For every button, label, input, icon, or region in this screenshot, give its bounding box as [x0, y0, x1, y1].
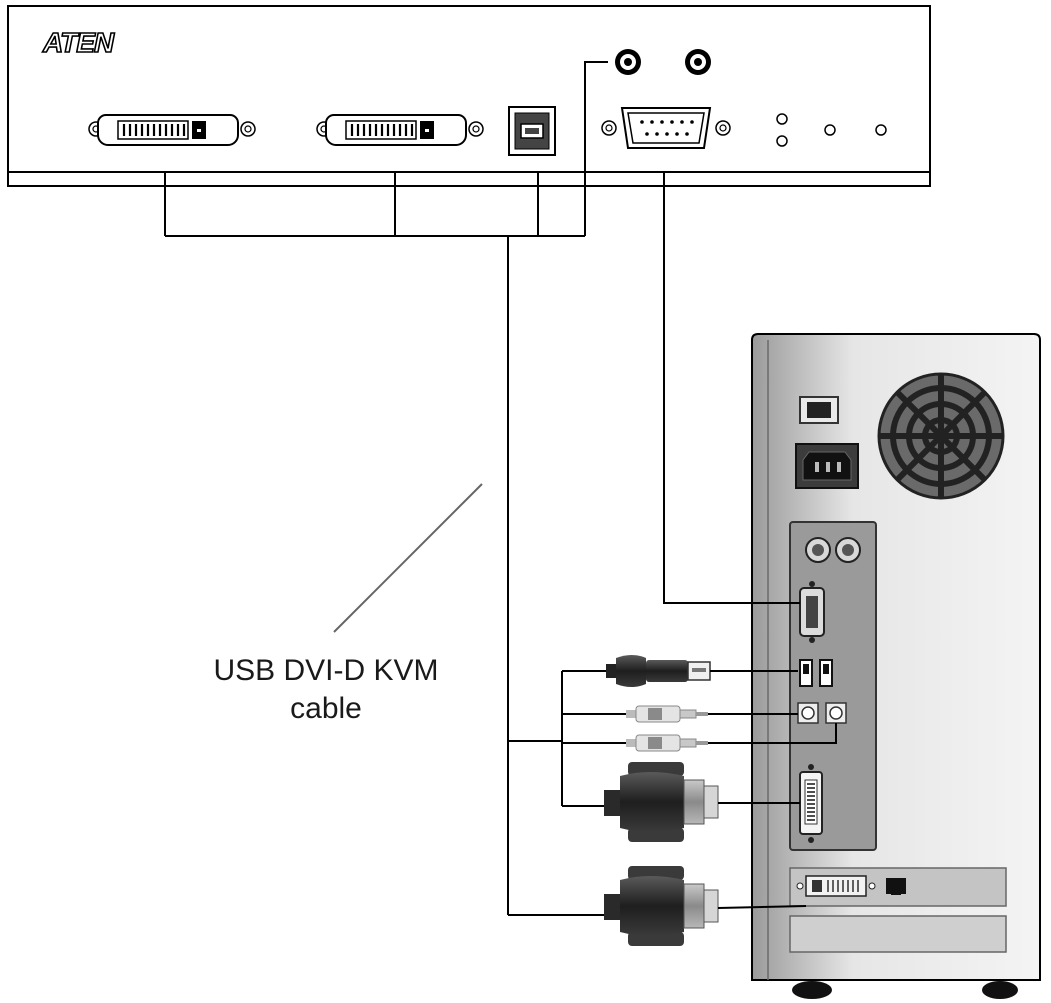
- power-supply: [795, 372, 1005, 500]
- dvi-port-icon: [796, 875, 876, 897]
- cable-lines: [164, 61, 837, 916]
- audio-jack-icon: [825, 702, 847, 724]
- led-icon: [776, 113, 887, 147]
- pc-foot: [792, 981, 832, 999]
- device-body: [7, 5, 931, 187]
- ethernet-port-icon: [886, 878, 906, 895]
- audio-jack-icon: [797, 702, 819, 724]
- serial-port-icon: [799, 581, 825, 643]
- audio-plug-icon: [626, 734, 708, 752]
- expansion-slot: [789, 867, 1007, 907]
- cable-callout-label: USB DVI-D KVM cable: [176, 652, 476, 728]
- ps2-port-icon: [805, 537, 831, 563]
- cable-callout-line-2: cable: [290, 692, 362, 725]
- cable-dvi-2-to-pc: [717, 905, 807, 909]
- usb-b-port-icon: [508, 106, 556, 156]
- callout-leader-line: [333, 483, 483, 633]
- dvi-connector-plug-icon: [604, 866, 719, 946]
- aten-logo: ATEN: [42, 27, 115, 58]
- cable-callout-line-1: USB DVI-D KVM: [213, 654, 439, 687]
- fan-grille-icon: [877, 372, 1005, 500]
- usb-plug-icon: [606, 655, 711, 687]
- cable-drop-audio: [584, 61, 608, 236]
- dvi-connector-plug-icon: [604, 762, 719, 842]
- audio-plug-icon: [626, 705, 708, 723]
- dvi-port-icon: [88, 114, 256, 146]
- usb-a-port-icon: [819, 659, 833, 687]
- cable-audio-2-to-pc: [708, 723, 837, 744]
- pc-foot: [982, 981, 1018, 999]
- rs232-port-icon: [601, 107, 731, 149]
- audio-jack-icon: [615, 49, 641, 75]
- power-switch-rocker: [807, 402, 831, 418]
- cable-rs232: [663, 172, 800, 604]
- ps2-port-icon: [835, 537, 861, 563]
- power-inlet-icon: [795, 443, 859, 489]
- dvi-port-icon: [799, 764, 823, 843]
- dvi-port-icon: [316, 114, 484, 146]
- audio-jack-icon: [685, 49, 711, 75]
- kvm-device: ATEN: [7, 5, 931, 187]
- pc-tower: [751, 333, 1041, 999]
- io-panel: [789, 521, 877, 851]
- expansion-slot-blank: [789, 915, 1007, 953]
- usb-a-port-icon: [799, 659, 813, 687]
